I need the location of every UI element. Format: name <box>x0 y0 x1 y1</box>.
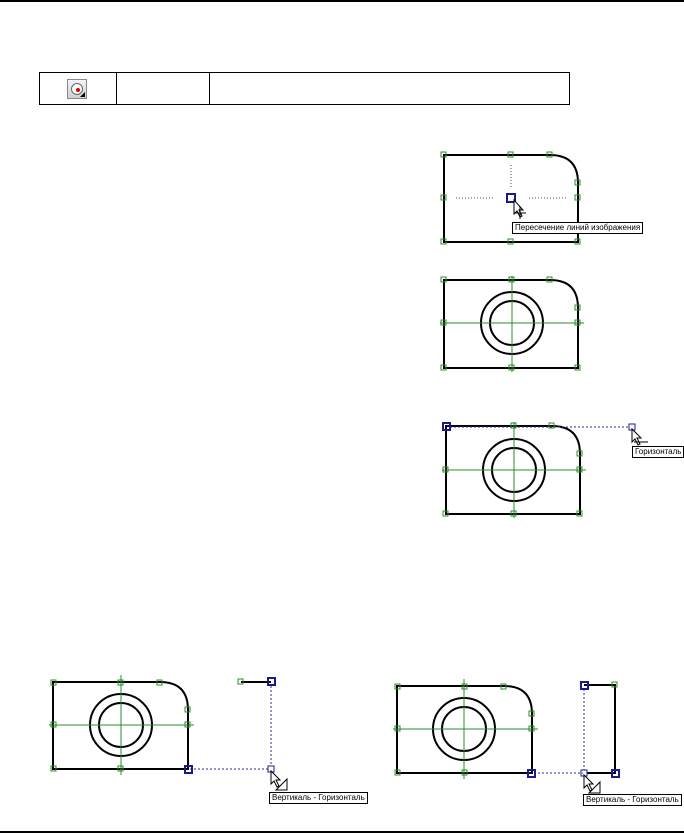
circle-center-icon[interactable] <box>67 79 87 99</box>
vert-horiz-tooltip-1: Вертикаль - Горизонталь <box>269 792 368 804</box>
intersection-tooltip: Пересечение линий изображения <box>512 222 644 234</box>
vert-horiz-tooltip-2: Вертикаль - Горизонталь <box>583 794 682 806</box>
command-name-cell <box>117 73 210 104</box>
command-table <box>39 72 570 105</box>
top-rule <box>0 0 684 2</box>
command-icon-cell <box>40 73 117 104</box>
bottom-rule <box>0 831 684 833</box>
